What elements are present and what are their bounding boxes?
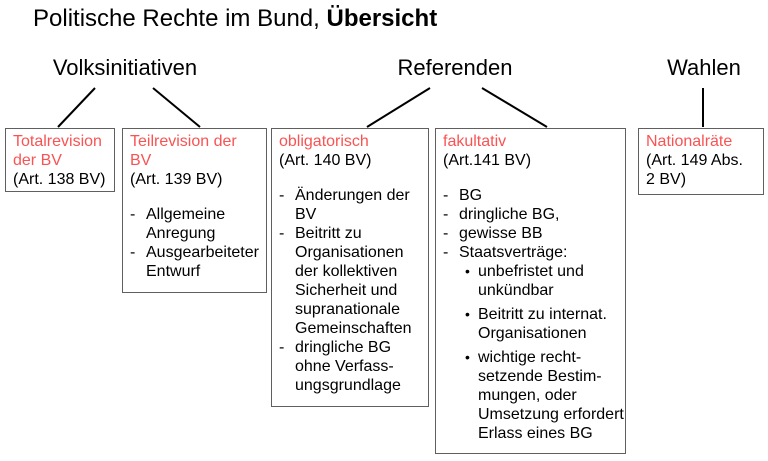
box-obligatorisch: obligatorisch (Art. 140 BV) -Änderungen … (271, 128, 429, 407)
box-title: Nationalräte (646, 133, 733, 150)
list-item: -dringliche BG ohne Verfass- ungsgrundla… (279, 338, 423, 395)
box-subtitle: (Art. 149 Abs. 2 BV) (646, 152, 743, 188)
list-item: -Allgemeine Anregung (130, 205, 261, 243)
box-items: -BG -dringliche BG, -gewisse BB -Staatsv… (443, 186, 624, 443)
bullet-icon: • (465, 306, 470, 322)
list-item: -dringliche BG, (443, 205, 620, 224)
connector-volksinitiativen-totalrevision (57, 87, 96, 128)
box-title: Teilrevision der BV (130, 133, 237, 169)
item-text: Ausgearbeiteter Entwurf (146, 244, 259, 280)
bullet-icon: • (465, 263, 470, 279)
list-item: -Beitritt zu Organisationen der kollekti… (279, 224, 423, 338)
box-subtitle: (Art. 140 BV) (279, 152, 372, 169)
box-title: fakultativ (443, 133, 507, 150)
item-text: Allgemeine Anregung (146, 206, 226, 242)
item-text: Beitritt zu internat. Organisationen (478, 306, 607, 342)
item-marker: - (130, 206, 136, 223)
item-text: dringliche BG ohne Verfass- ungsgrundlag… (295, 339, 401, 394)
box-fakultativ: fakultativ (Art.141 BV) -BG -dringliche … (435, 128, 626, 454)
list-item: -Änderungen der BV (279, 186, 423, 224)
item-text: wichtige recht- setzende Bestim- mungen,… (478, 349, 624, 442)
header-wahlen: Wahlen (667, 55, 741, 80)
box-subtitle: (Art.141 BV) (443, 152, 532, 169)
header-volksinitiativen: Volksinitiativen (52, 55, 198, 80)
connector-referenden-fakultativ (481, 87, 548, 128)
header-referenden: Referenden (397, 55, 513, 80)
list-item: • unbefristet und unkündbar (465, 262, 620, 300)
box-subtitle: (Art. 139 BV) (130, 171, 223, 188)
item-marker: - (443, 244, 449, 261)
item-marker: - (279, 225, 285, 242)
list-item: • Beitritt zu internat. Organisationen (465, 305, 620, 343)
item-text: Änderungen der BV (295, 187, 410, 223)
item-text: BG (459, 187, 483, 204)
item-marker: - (279, 339, 285, 356)
box-items: -Allgemeine Anregung -Ausgearbeiteter En… (130, 205, 261, 281)
page-title-regular: Politische Rechte im Bund, (33, 5, 327, 32)
list-item: • wichtige recht- setzende Bestim- mungen… (465, 348, 624, 443)
box-items: -Änderungen der BV -Beitritt zu Organisa… (279, 186, 423, 395)
box-title: Totalrevision der BV (13, 133, 102, 169)
list-item: -gewisse BB (443, 224, 620, 243)
list-item: -Ausgearbeiteter Entwurf (130, 243, 261, 281)
box-subtitle: (Art. 138 BV) (13, 171, 106, 188)
item-marker: - (443, 187, 449, 204)
list-item: -Staatsverträge: (443, 243, 620, 262)
box-totalrevision: Totalrevision der BV (Art. 138 BV) (5, 128, 115, 192)
item-marker: - (443, 225, 449, 242)
box-title: obligatorisch (279, 133, 369, 150)
bullet-icon: • (465, 349, 470, 365)
item-text: gewisse BB (459, 225, 543, 242)
item-text: dringliche BG, (459, 206, 560, 223)
box-teilrevision: Teilrevision der BV (Art. 139 BV) -Allge… (122, 128, 267, 293)
item-marker: - (279, 187, 285, 204)
box-nationalraete: Nationalräte (Art. 149 Abs. 2 BV) (638, 128, 764, 195)
item-marker: - (443, 206, 449, 223)
connector-referenden-obligatorisch (366, 87, 431, 128)
item-text: Staatsverträge: (459, 244, 568, 261)
page-title-bold: Übersicht (326, 5, 438, 32)
item-text: Beitritt zu Organisationen der kollektiv… (295, 225, 412, 337)
list-item: -BG (443, 186, 620, 205)
connector-volksinitiativen-teilrevision (152, 87, 201, 128)
item-marker: - (130, 244, 136, 261)
item-text: unbefristet und unkündbar (478, 263, 584, 299)
page-title: Politische Rechte im Bund, Übersicht (33, 5, 437, 33)
